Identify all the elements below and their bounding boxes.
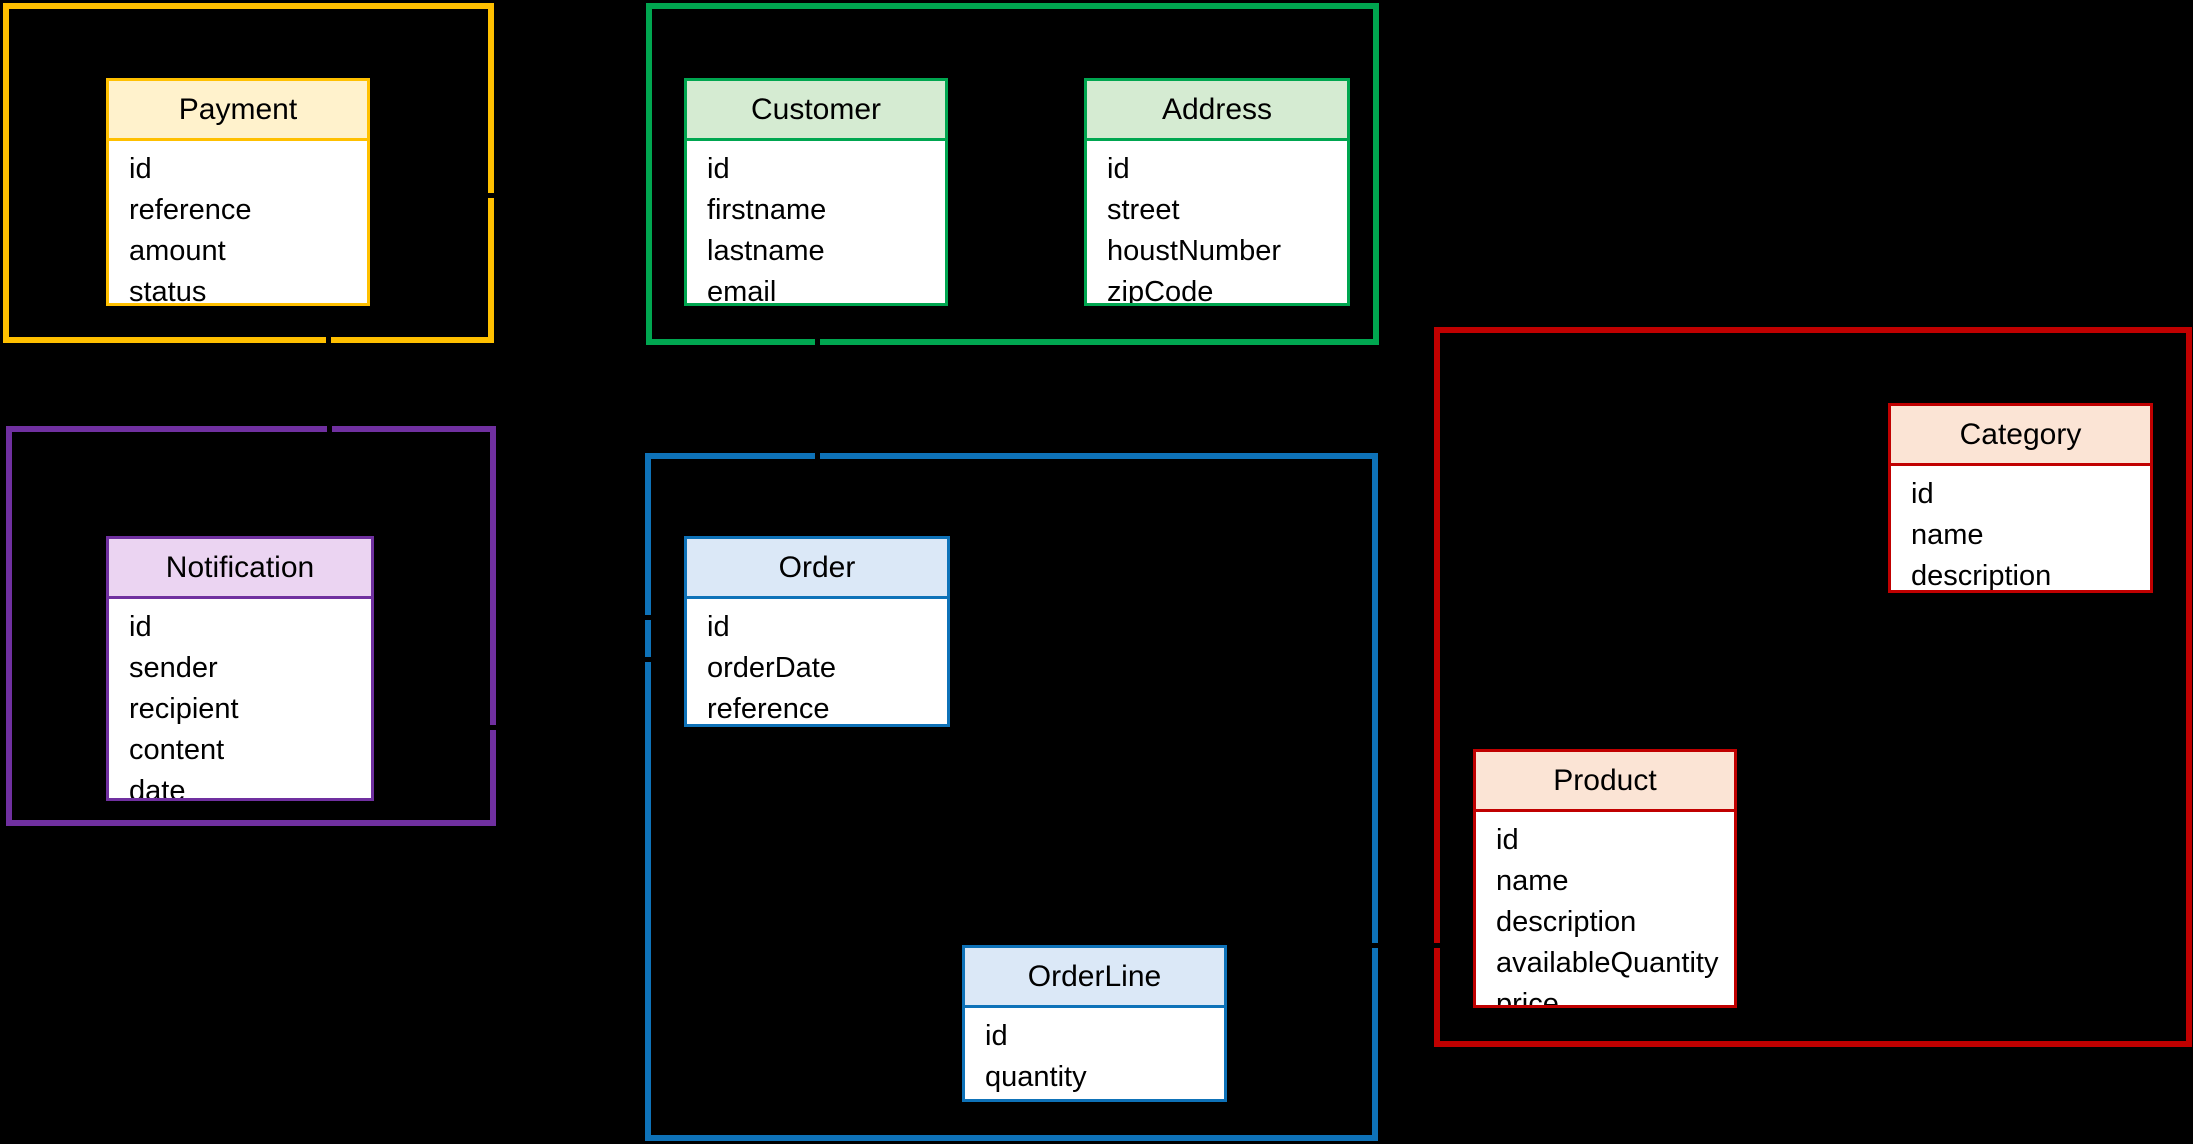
entity-attribute: id bbox=[129, 153, 152, 185]
entity-attribute-list: id firstname lastname email bbox=[687, 141, 945, 306]
entity-product[interactable]: Product id name description availableQuantit… bbox=[1473, 749, 1737, 1008]
entity-attribute: availableQuantity bbox=[1496, 947, 1719, 979]
entity-orderline[interactable]: OrderLine id quantity bbox=[962, 945, 1227, 1102]
entity-attribute: description bbox=[1496, 906, 1637, 938]
entity-attribute: reference bbox=[707, 693, 830, 725]
service-boundary-payment[interactable] bbox=[3, 3, 494, 343]
entity-attribute-list: id reference amount status bbox=[109, 141, 367, 306]
entity-attribute: date bbox=[129, 775, 186, 801]
entity-payment[interactable]: Payment id reference amount status bbox=[106, 78, 370, 306]
entity-attribute: status bbox=[129, 276, 207, 306]
entity-attribute: email bbox=[707, 276, 777, 306]
entity-attribute: firstname bbox=[707, 194, 827, 226]
entity-header-notification: Notification bbox=[109, 539, 371, 599]
entity-attribute: name bbox=[1911, 519, 1984, 551]
entity-attribute: id bbox=[1107, 153, 1130, 185]
entity-title: Order bbox=[778, 550, 856, 584]
service-boundary-notification[interactable] bbox=[6, 426, 496, 826]
connector-tick bbox=[815, 333, 820, 353]
entity-attribute: orderDate bbox=[707, 652, 836, 684]
entity-notification[interactable]: Notification id sender recipient content date bbox=[106, 536, 374, 801]
entity-attribute: id bbox=[1496, 824, 1519, 856]
connector-tick bbox=[326, 331, 331, 351]
entity-attribute: sender bbox=[129, 652, 218, 684]
entity-header-product: Product bbox=[1476, 752, 1734, 812]
entity-title: Payment bbox=[178, 92, 298, 126]
entity-title: Product bbox=[1553, 763, 1657, 797]
connector-tick bbox=[1426, 943, 1446, 948]
entity-attribute: id bbox=[707, 611, 730, 643]
entity-attribute-list: id orderDate reference bbox=[687, 599, 947, 725]
entity-attribute: price bbox=[1496, 988, 1559, 1008]
entity-attribute-list: id name description bbox=[1891, 466, 2150, 592]
entity-attribute: houstNumber bbox=[1107, 235, 1282, 267]
entity-address[interactable]: Address id street houstNumber zipCode bbox=[1084, 78, 1350, 306]
entity-attribute: id bbox=[707, 153, 730, 185]
entity-title: Notification bbox=[165, 550, 315, 584]
service-boundary-order[interactable] bbox=[645, 453, 1378, 1141]
entity-attribute: quantity bbox=[985, 1061, 1087, 1093]
entity-title: Address bbox=[1161, 92, 1273, 126]
entity-header-payment: Payment bbox=[109, 81, 367, 141]
connector-tick bbox=[1366, 943, 1386, 948]
entity-attribute-list: id quantity bbox=[965, 1008, 1224, 1098]
entity-attribute-list: id street houstNumber zipCode bbox=[1087, 141, 1347, 306]
entity-header-customer: Customer bbox=[687, 81, 945, 141]
entity-order[interactable]: Order id orderDate reference bbox=[684, 536, 950, 727]
entity-attribute: id bbox=[985, 1020, 1008, 1052]
entity-attribute: reference bbox=[129, 194, 252, 226]
entity-header-category: Category bbox=[1891, 406, 2150, 466]
entity-header-order: Order bbox=[687, 539, 947, 599]
entity-attribute: id bbox=[1911, 478, 1934, 510]
entity-attribute: name bbox=[1496, 865, 1569, 897]
service-boundary-customer[interactable] bbox=[646, 3, 1379, 345]
entity-title: Customer bbox=[750, 92, 882, 126]
entity-attribute: description bbox=[1911, 560, 2052, 592]
entity-header-address: Address bbox=[1087, 81, 1347, 141]
entity-attribute-list: id sender recipient content date bbox=[109, 599, 371, 801]
entity-attribute: street bbox=[1107, 194, 1180, 226]
entity-attribute-list: id name description availableQuantity price bbox=[1476, 812, 1734, 1008]
entity-attribute: id bbox=[129, 611, 152, 643]
service-boundary-product[interactable] bbox=[1434, 327, 2192, 1047]
entity-attribute: recipient bbox=[129, 693, 239, 725]
entity-attribute: amount bbox=[129, 235, 226, 267]
entity-title: Category bbox=[1959, 417, 2082, 451]
connector-tick bbox=[815, 446, 820, 466]
connector-tick bbox=[327, 417, 332, 437]
entity-header-orderline: OrderLine bbox=[965, 948, 1224, 1008]
connector-tick bbox=[637, 615, 657, 620]
connector-tick bbox=[484, 193, 504, 198]
entity-attribute: content bbox=[129, 734, 225, 766]
entity-customer[interactable]: Customer id firstname lastname email bbox=[684, 78, 948, 306]
entity-category[interactable]: Category id name description bbox=[1888, 403, 2153, 593]
entity-title: OrderLine bbox=[1027, 959, 1162, 993]
entity-attribute: zipCode bbox=[1107, 276, 1214, 306]
connector-tick bbox=[483, 725, 503, 730]
connector-tick bbox=[637, 657, 657, 662]
entity-attribute: lastname bbox=[707, 235, 825, 267]
